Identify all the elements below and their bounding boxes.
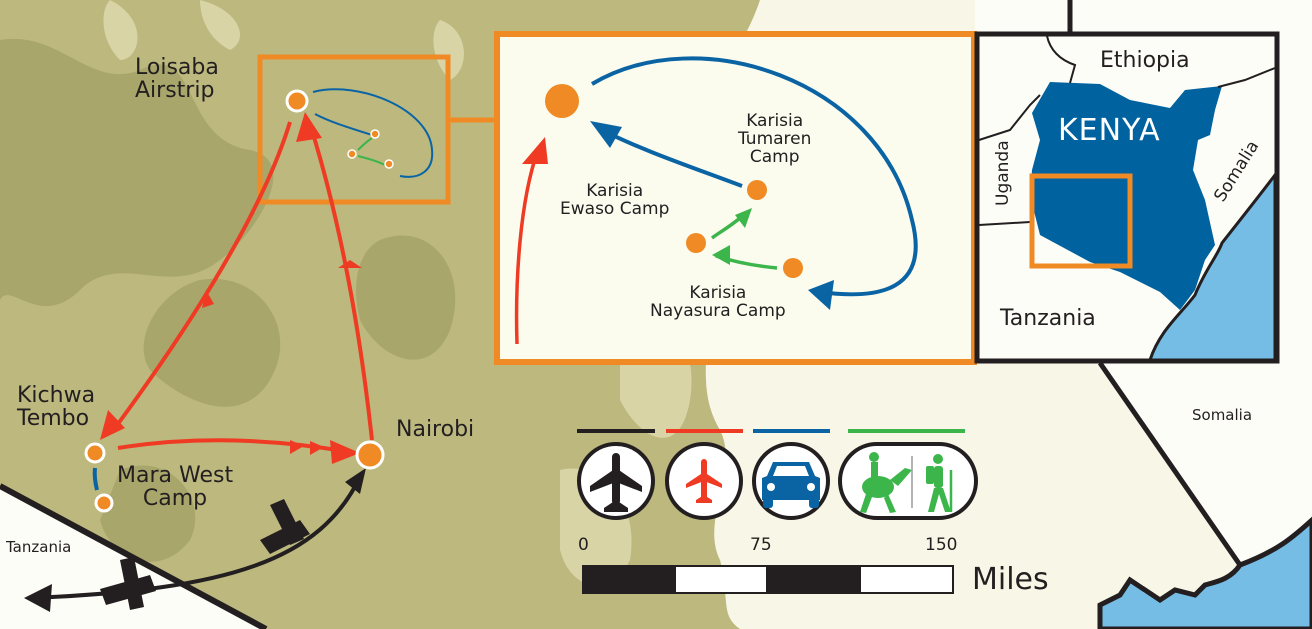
location-markers (84, 89, 385, 513)
label-karisia-tumaren: Karisia Tumaren Camp (738, 111, 812, 167)
label-mara-line2: Camp (142, 486, 208, 512)
scale-tick-75: 75 (750, 535, 772, 555)
domestic-flight-routes (110, 121, 374, 454)
car-icon (762, 462, 820, 508)
kenya-shape (1030, 82, 1222, 310)
label-nayasura-line2: Nayasura Camp (650, 300, 786, 321)
scale-tick-150: 150 (925, 535, 958, 555)
airplane-icon-black (590, 453, 642, 512)
label-ewaso-line1: Karisia (586, 181, 644, 201)
scale-unit: Miles (972, 562, 1049, 597)
label-uganda: Uganda (993, 140, 1013, 206)
label-mara-west: Mara West Camp (117, 464, 233, 510)
label-tumaren-line3: Camp (749, 146, 800, 167)
label-somalia-main: Somalia (1192, 406, 1253, 424)
camel-rider-icon (860, 452, 912, 513)
label-tumaren-line1: Karisia (746, 111, 804, 131)
label-tanzania-main: Tanzania (6, 538, 72, 556)
hiker-icon (926, 454, 953, 512)
label-nairobi: Nairobi (396, 417, 475, 442)
label-loisaba-line2: Airstrip (135, 78, 215, 104)
label-tumaren-line2: Tumaren (738, 128, 812, 149)
ocean (1097, 516, 1312, 629)
airplane-icon-red (686, 459, 722, 503)
label-kichwa-line2: Tembo (17, 406, 90, 432)
label-karisia-nayasura: Karisia Nayasura Camp (650, 283, 786, 321)
label-ewaso-line2: Ewaso Camp (560, 198, 670, 219)
label-loisaba: Loisaba Airstrip (135, 56, 219, 102)
scale-bar (582, 565, 954, 594)
label-kenya: KENYA (1058, 113, 1161, 148)
label-loisaba-line1: Loisaba (135, 55, 219, 80)
label-kichwa-tembo: Kichwa Tembo (17, 384, 95, 430)
inset-panel (494, 31, 977, 365)
label-mara-line1: Mara West (117, 463, 234, 488)
locator-focus-rectangle (1029, 173, 1133, 269)
label-kichwa-line1: Kichwa (17, 383, 96, 408)
locator-ocean (1147, 170, 1277, 362)
label-nayasura-line1: Karisia (689, 283, 747, 303)
label-ethiopia: Ethiopia (1100, 48, 1190, 73)
focus-rectangle (257, 54, 451, 205)
scale-tick-0: 0 (578, 535, 589, 555)
label-karisia-ewaso: Karisia Ewaso Camp (560, 181, 670, 219)
label-tanzania-locator: Tanzania (1000, 306, 1096, 331)
